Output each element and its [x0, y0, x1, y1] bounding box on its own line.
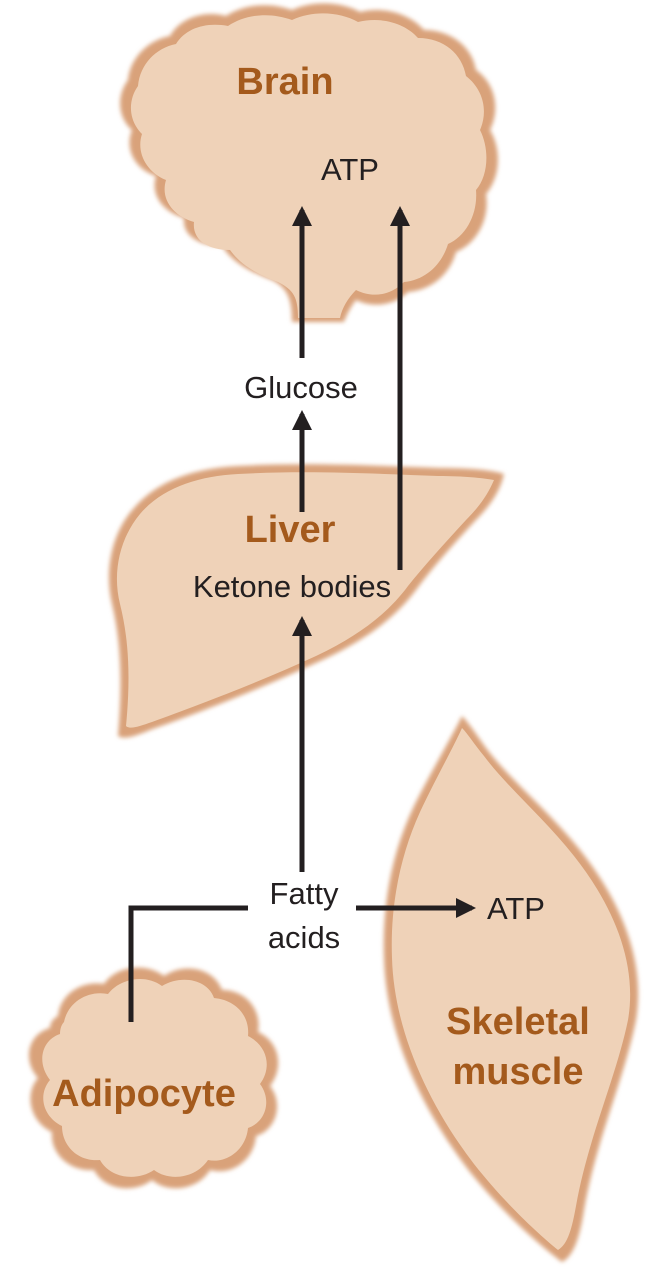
fatty-acids-label-line1: Fatty [270, 876, 339, 911]
skeletal-muscle-shape [383, 716, 639, 1262]
muscle-atp-label: ATP [487, 891, 545, 926]
liver-label: Liver [245, 509, 336, 551]
adipocyte-label: Adipocyte [52, 1073, 236, 1115]
skeletal-muscle-label-line1: Skeletal [446, 1001, 590, 1043]
arrows [128, 206, 476, 1022]
brain-shape [120, 3, 498, 322]
brain-label: Brain [236, 61, 333, 103]
glucose-label: Glucose [244, 370, 358, 405]
fatty-acids-label-line2: acids [268, 920, 340, 955]
ketone-bodies-label: Ketone bodies [193, 569, 391, 604]
adipocyte-shape [28, 967, 279, 1189]
skeletal-muscle-label-line2: muscle [453, 1051, 584, 1093]
brain-atp-label: ATP [321, 152, 379, 187]
arrow-adipocyte-to-fatty-acids [128, 905, 248, 1022]
